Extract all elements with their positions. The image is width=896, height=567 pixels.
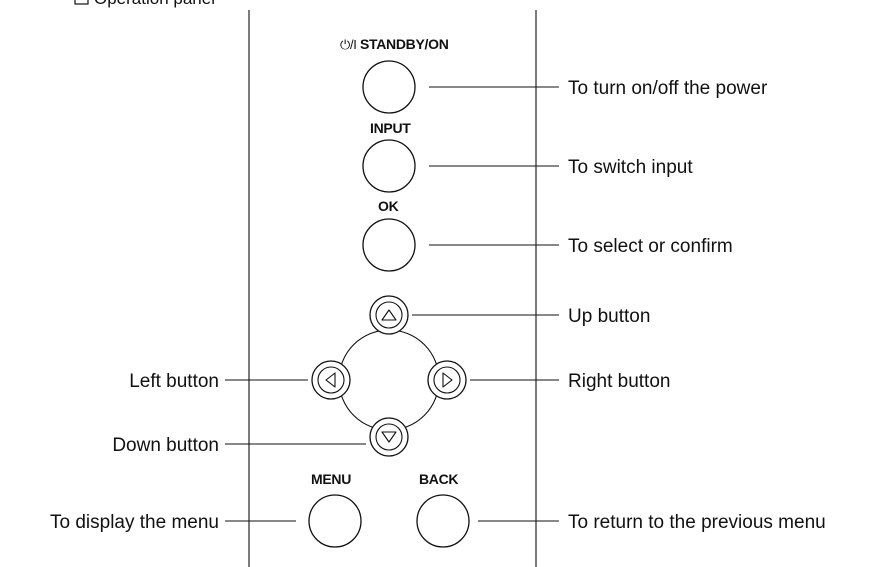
dpad-ring bbox=[338, 329, 440, 431]
standby-on-button[interactable] bbox=[362, 60, 416, 114]
left-arrow-icon bbox=[325, 372, 336, 388]
menu-description: To display the menu bbox=[50, 512, 219, 533]
section-marker-square bbox=[74, 0, 89, 5]
left-description: Left button bbox=[129, 371, 219, 392]
down-arrow-icon bbox=[381, 431, 397, 443]
input-description: To switch input bbox=[568, 157, 693, 178]
ok-button[interactable] bbox=[362, 218, 416, 272]
up-description: Up button bbox=[568, 306, 650, 327]
ok-description: To select or confirm bbox=[568, 236, 733, 257]
back-button[interactable] bbox=[416, 494, 470, 548]
left-button[interactable] bbox=[311, 360, 351, 400]
right-arrow-icon bbox=[442, 372, 453, 388]
standby-on-symbol: ⏻/I bbox=[340, 37, 357, 52]
back-label: BACK bbox=[419, 471, 458, 487]
right-button[interactable] bbox=[427, 360, 467, 400]
standby-on-label: STANDBY/ON bbox=[360, 36, 449, 52]
ok-label: OK bbox=[378, 198, 399, 214]
menu-label: MENU bbox=[311, 471, 351, 487]
up-button[interactable] bbox=[369, 295, 409, 335]
up-arrow-icon bbox=[381, 309, 397, 321]
standby-on-description: To turn on/off the power bbox=[568, 78, 768, 99]
down-button[interactable] bbox=[369, 417, 409, 457]
down-description: Down button bbox=[112, 435, 219, 456]
right-description: Right button bbox=[568, 371, 670, 392]
input-label: INPUT bbox=[370, 120, 411, 136]
input-button[interactable] bbox=[362, 139, 416, 193]
section-title: Operation panel bbox=[94, 0, 215, 8]
menu-button[interactable] bbox=[308, 494, 362, 548]
back-description: To return to the previous menu bbox=[568, 512, 826, 533]
